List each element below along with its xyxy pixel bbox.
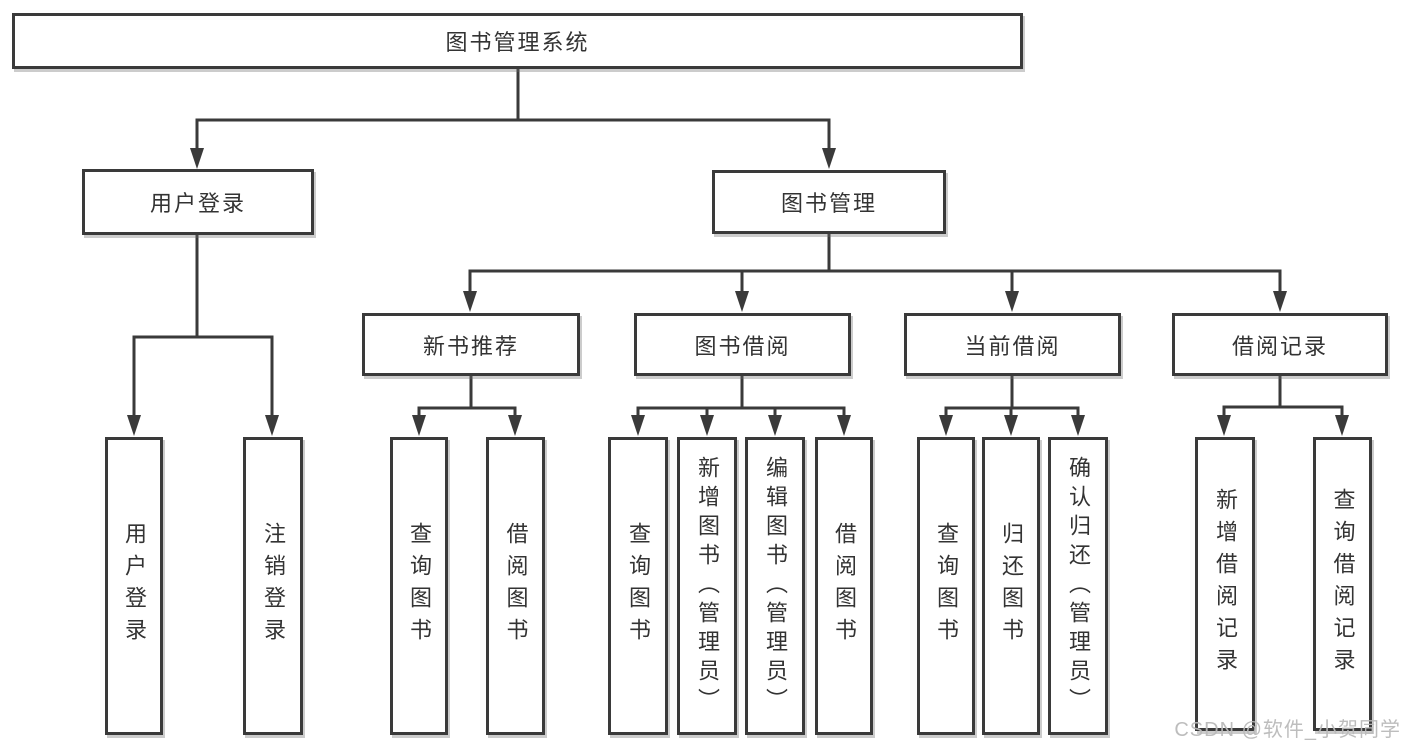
leaf-add-book-admin: 新增图书（管理员）	[677, 437, 737, 735]
leaf-confirm-return-admin: 确认归还（管理员）	[1048, 437, 1108, 735]
node-book-management: 图书管理	[712, 170, 946, 234]
node-new-book-recommend: 新书推荐	[362, 313, 580, 376]
leaf-edit-book-admin: 编辑图书（管理员）	[745, 437, 805, 735]
leaf-logout-login: 注销登录	[243, 437, 303, 735]
leaf-add-borrow-record: 新增借阅记录	[1195, 437, 1255, 731]
arrowheads	[127, 148, 1349, 436]
leaf-return-book: 归还图书	[982, 437, 1040, 735]
leaf-user-login: 用户登录	[105, 437, 163, 735]
leaf-query-book-borrow: 查询图书	[608, 437, 668, 735]
node-user-login: 用户登录	[82, 169, 314, 235]
connector-lines	[132, 68, 1344, 420]
leaf-query-book-current: 查询图书	[917, 437, 975, 735]
node-current-borrow: 当前借阅	[904, 313, 1121, 376]
leaf-query-book-recommend: 查询图书	[390, 437, 448, 735]
node-borrow-record: 借阅记录	[1172, 313, 1388, 376]
node-book-borrow: 图书借阅	[634, 313, 851, 376]
csdn-watermark: CSDN @软件_小贺同学	[1174, 719, 1401, 741]
leaf-borrow-book-recommend: 借阅图书	[486, 437, 545, 735]
leaf-query-borrow-record: 查询借阅记录	[1313, 437, 1372, 731]
leaf-borrow-book: 借阅图书	[815, 437, 873, 735]
node-library-management-system: 图书管理系统	[12, 13, 1023, 69]
